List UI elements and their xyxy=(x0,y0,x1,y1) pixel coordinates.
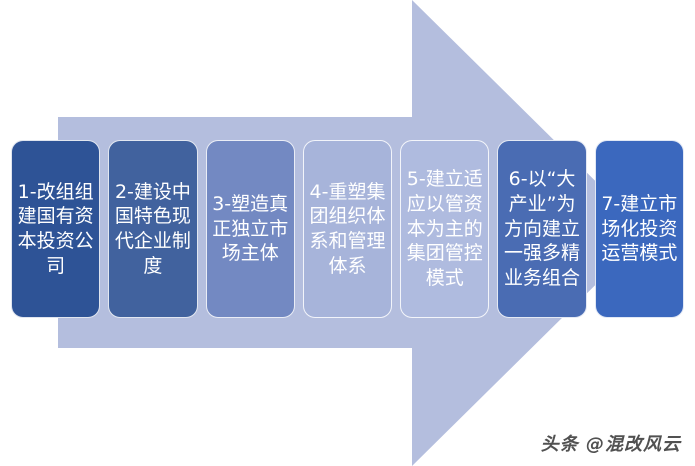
step-label-5: 5-建立适应以管资本为主的集团管控模式 xyxy=(406,168,483,290)
watermark-text: 头条 @混改风云 xyxy=(540,434,681,455)
step-label-7: 7-建立市场化投资运营模式 xyxy=(601,192,678,265)
process-steps-row: 1-改组组建国有资本投资公司 2-建设中国特色现代企业制度 3-塑造真正独立市场… xyxy=(0,140,695,318)
step-box-7[interactable]: 7-建立市场化投资运营模式 xyxy=(594,140,684,318)
step-box-3[interactable]: 3-塑造真正独立市场主体 xyxy=(205,140,295,318)
step-label-6: 6-以“大产业”为方向建立一强多精业务组合 xyxy=(504,168,581,290)
step-box-6[interactable]: 6-以“大产业”为方向建立一强多精业务组合 xyxy=(497,140,587,318)
step-box-1[interactable]: 1-改组组建国有资本投资公司 xyxy=(11,140,101,318)
step-box-4[interactable]: 4-重塑集团组织体系和管理体系 xyxy=(302,140,393,318)
step-box-5[interactable]: 5-建立适应以管资本为主的集团管控模式 xyxy=(400,140,490,318)
step-label-1: 1-改组组建国有资本投资公司 xyxy=(17,180,94,277)
step-label-2: 2-建设中国特色现代企业制度 xyxy=(114,180,191,277)
step-label-4: 4-重塑集团组织体系和管理体系 xyxy=(309,180,386,277)
step-label-3: 3-塑造真正独立市场主体 xyxy=(212,192,289,265)
step-box-2[interactable]: 2-建设中国特色现代企业制度 xyxy=(108,140,198,318)
